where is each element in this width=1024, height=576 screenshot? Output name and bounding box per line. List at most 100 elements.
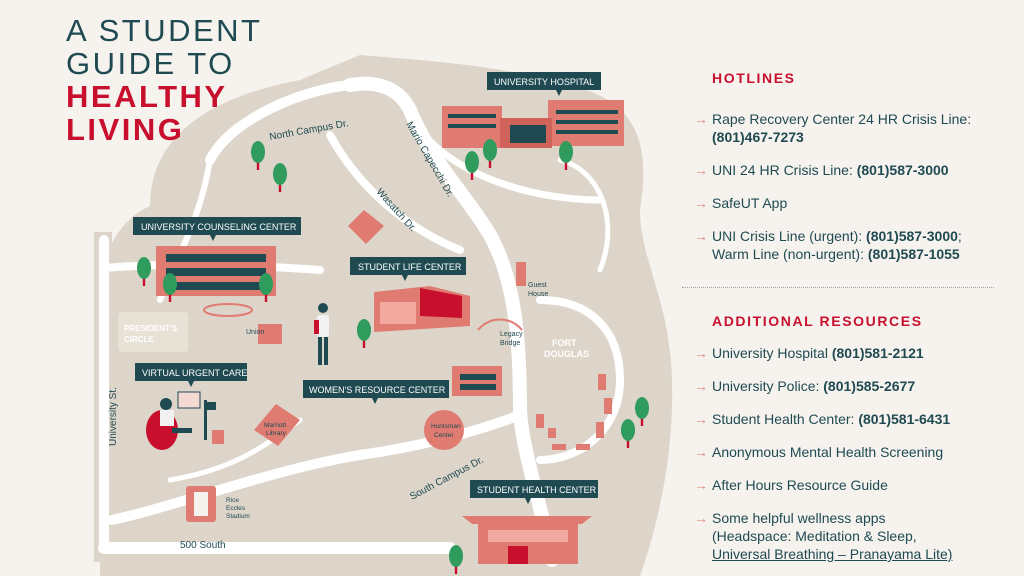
legacy-bridge: Legacy Bridge — [477, 318, 523, 347]
university-hospital-building — [442, 100, 624, 148]
resource-label: Anonymous Mental Health Screening — [712, 444, 944, 460]
svg-text:UNIVERSITY COUNSELING CENTER: UNIVERSITY COUNSELING CENTER — [141, 222, 297, 232]
hotline-item-safeut[interactable]: → SafeUT App — [694, 194, 1006, 212]
svg-text:Stadium: Stadium — [226, 513, 250, 520]
hotline-label: UNI Crisis Line (urgent): — [712, 228, 863, 244]
virtual-urgent-care-tag[interactable]: VIRTUAL URGENT CARE — [135, 363, 247, 387]
resource-label: Some helpful wellness apps — [712, 510, 886, 526]
guest-house: Guest House — [516, 262, 548, 298]
svg-text:Marriott: Marriott — [264, 422, 286, 429]
500-south-label: 500 South — [180, 540, 226, 551]
svg-text:Rice: Rice — [226, 497, 239, 504]
arrow-right-icon: → — [694, 228, 708, 244]
union-building: Union — [246, 324, 282, 344]
resource-phone: (801)581-2121 — [831, 345, 924, 361]
svg-text:VIRTUAL URGENT CARE: VIRTUAL URGENT CARE — [142, 368, 247, 378]
warmline-phone: (801)587-1055 — [867, 246, 960, 262]
counseling-center-tag[interactable]: UNIVERSITY COUNSELING CENTER — [133, 217, 301, 241]
arrow-right-icon: → — [694, 195, 708, 211]
svg-text:Huntsman: Huntsman — [431, 423, 461, 430]
resource-item-text: University Hospital (801)581-2121 — [712, 344, 924, 362]
svg-text:Center: Center — [434, 432, 454, 439]
resource-panel: HOTLINES → Rape Recovery Center 24 HR Cr… — [694, 70, 1006, 263]
hotline-item-text: UNI 24 HR Crisis Line: (801)587-3000 — [712, 161, 949, 179]
presidents-circle-label-1: PRESIDENT'S — [124, 324, 178, 333]
hotline-item-uni-24hr[interactable]: → UNI 24 HR Crisis Line: (801)587-3000 — [694, 161, 1006, 179]
fort-douglas-label-2: DOUGLAS — [544, 349, 589, 359]
title-line-1: A STUDENT — [66, 13, 263, 48]
title-line-4: LIVING — [66, 112, 185, 147]
student-walking-figure — [314, 303, 329, 365]
rice-eccles-stadium: Rice Eccles Stadium — [186, 486, 250, 522]
svg-text:STUDENT HEALTH CENTER: STUDENT HEALTH CENTER — [477, 485, 597, 495]
title-line-3: HEALTHY — [66, 79, 228, 114]
womens-resource-center-tag[interactable]: WOMEN'S RESOURCE CENTER — [303, 380, 449, 404]
hotlines-heading: HOTLINES — [712, 70, 796, 86]
additional-resources-heading: ADDITIONAL RESOURCES — [712, 313, 923, 329]
hotline-phone: (801)587-3000 — [866, 228, 958, 244]
baseball-field — [348, 210, 384, 244]
fort-douglas-buildings — [536, 374, 612, 450]
hotline-item-text: UNI Crisis Line (urgent): (801)587-3000;… — [712, 227, 962, 263]
student-health-center-building — [462, 516, 592, 564]
marriott-library-building: Marriott Library — [254, 404, 300, 446]
resource-label: After Hours Resource Guide — [712, 477, 888, 493]
resource-item-wellness-apps[interactable]: → Some helpful wellness apps (Headspace:… — [694, 509, 1006, 563]
roads — [98, 76, 624, 567]
svg-text:Legacy: Legacy — [500, 331, 523, 338]
svg-text:UNIVERSITY HOSPITAL: UNIVERSITY HOSPITAL — [494, 77, 594, 87]
resource-label: University Police: — [712, 378, 820, 394]
resource-label: University Hospital — [712, 345, 828, 361]
wellness-apps-line-1: (Headspace: Meditation & Sleep, — [712, 528, 917, 544]
arrow-right-icon: → — [694, 345, 708, 361]
title-line-2: GUIDE TO — [66, 46, 235, 81]
page-title: A STUDENT GUIDE TO HEALTHY LIVING — [66, 14, 262, 146]
university-st-label: University St. — [108, 387, 119, 446]
arrow-right-icon: → — [694, 444, 708, 460]
svg-text:Library: Library — [266, 430, 287, 437]
student-health-center-tag[interactable]: STUDENT HEALTH CENTER — [470, 480, 598, 504]
resource-item-text: Some helpful wellness apps (Headspace: M… — [712, 509, 952, 563]
hotline-item-rape-recovery[interactable]: → Rape Recovery Center 24 HR Crisis Line… — [694, 110, 1006, 146]
arrow-right-icon: → — [694, 510, 708, 526]
resource-item-health-center[interactable]: → Student Health Center: (801)581-6431 — [694, 410, 1006, 428]
resource-label: Student Health Center: — [712, 411, 855, 427]
resource-item-police[interactable]: → University Police: (801)585-2677 — [694, 377, 1006, 395]
resource-item-text: Student Health Center: (801)581-6431 — [712, 410, 950, 428]
svg-text:Guest: Guest — [528, 282, 547, 289]
resource-item-mental-health-screening[interactable]: → Anonymous Mental Health Screening — [694, 443, 1006, 461]
hotline-phone: (801)587-3000 — [856, 162, 949, 178]
svg-text:Eccles: Eccles — [226, 505, 246, 512]
person-on-chair-figure — [146, 391, 224, 450]
presidents-circle-label-2: CIRCLE — [124, 335, 154, 344]
resource-item-hospital[interactable]: → University Hospital (801)581-2121 — [694, 344, 1006, 362]
student-life-center-tag[interactable]: STUDENT LIFE CENTER — [350, 257, 466, 281]
hotline-item-text: Rape Recovery Center 24 HR Crisis Line: … — [712, 110, 971, 146]
campus-map: PRESIDENT'S CIRCLE North Campus Dr. Mari… — [94, 55, 673, 576]
wellness-apps-line-2[interactable]: Universal Breathing – Pranayama Lite) — [712, 546, 953, 562]
hotline-label: Rape Recovery Center 24 HR Crisis Line: — [712, 111, 972, 127]
resource-phone: (801)581-6431 — [858, 411, 951, 427]
fort-douglas-label-1: FORT — [552, 338, 577, 348]
presidents-circle-lawn — [118, 312, 188, 352]
womens-resource-center-building — [452, 366, 502, 396]
svg-text:House: House — [528, 291, 548, 298]
warmline-label: Warm Line (non-urgent): — [712, 246, 864, 262]
arrow-right-icon: → — [694, 411, 708, 427]
university-hospital-tag[interactable]: UNIVERSITY HOSPITAL — [487, 72, 601, 96]
huntsman-center-building: Huntsman Center — [424, 410, 464, 450]
resource-phone: (801)585-2677 — [823, 378, 916, 394]
svg-text:WOMEN'S RESOURCE CENTER: WOMEN'S RESOURCE CENTER — [309, 385, 446, 395]
hotline-item-uni-crisis[interactable]: → UNI Crisis Line (urgent): (801)587-300… — [694, 227, 1006, 263]
hotline-separator: ; — [957, 228, 962, 244]
arrow-right-icon: → — [694, 111, 708, 127]
arrow-right-icon: → — [694, 162, 708, 178]
resource-item-after-hours[interactable]: → After Hours Resource Guide — [694, 476, 1006, 494]
svg-text:STUDENT LIFE CENTER: STUDENT LIFE CENTER — [358, 262, 462, 272]
additional-resources-panel: ADDITIONAL RESOURCES → University Hospit… — [694, 313, 1006, 563]
section-divider — [682, 287, 994, 288]
hotline-label: UNI 24 HR Crisis Line: — [712, 162, 853, 178]
hotline-phone: (801)467-7273 — [712, 129, 804, 145]
resource-item-text: University Police: (801)585-2677 — [712, 377, 915, 395]
svg-text:Union: Union — [246, 329, 264, 336]
